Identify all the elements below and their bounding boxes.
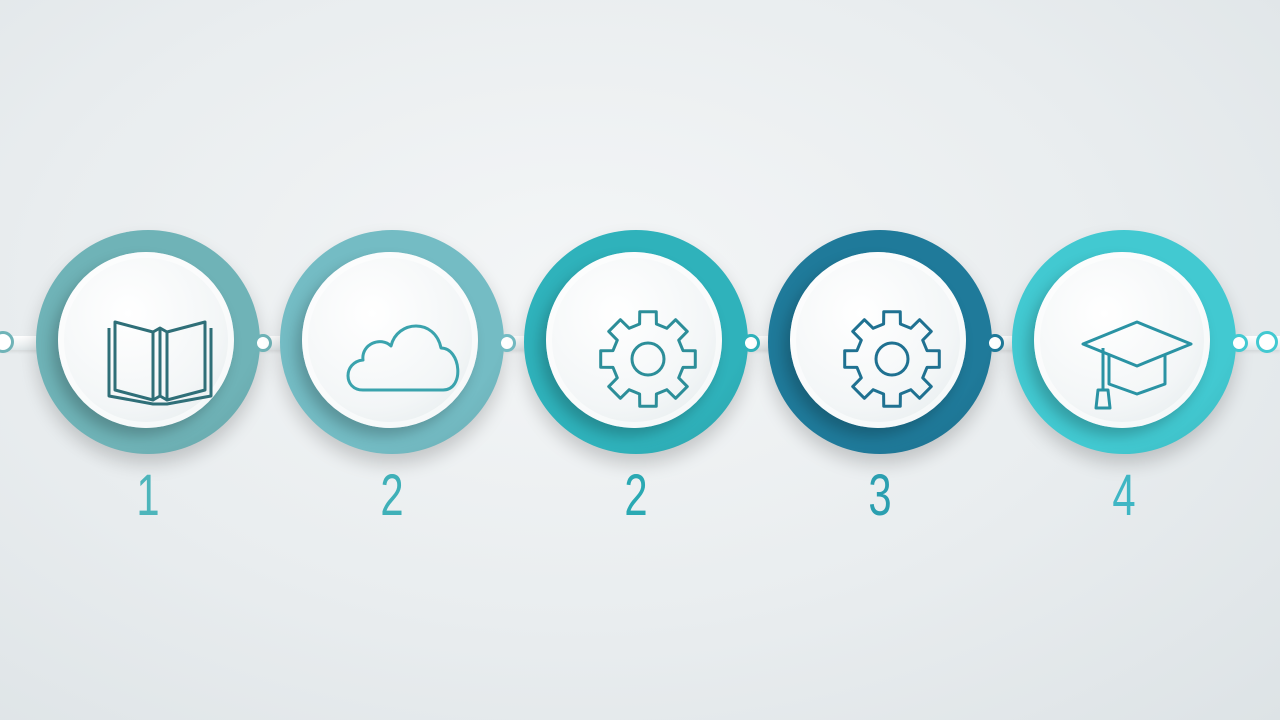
- step-5: 4: [1012, 230, 1248, 530]
- gear-icon: [593, 304, 703, 414]
- step-disc: [546, 252, 722, 428]
- step-2: 2: [280, 230, 516, 530]
- step-disc: [790, 252, 966, 428]
- step-number: 2: [380, 463, 404, 528]
- step-disc: [302, 252, 478, 428]
- step-3: 2: [524, 230, 760, 530]
- connector-node: [1230, 334, 1248, 352]
- step-number: 4: [1112, 463, 1136, 528]
- step-number: 2: [624, 463, 648, 528]
- step-disc: [1034, 252, 1210, 428]
- open-book-icon: [105, 304, 215, 414]
- connector-end-cap: [1256, 331, 1278, 353]
- step-number: 3: [868, 463, 892, 528]
- step-number: 1: [136, 463, 160, 528]
- connector-start-cap: [0, 331, 14, 353]
- connector-node: [498, 334, 516, 352]
- gear-icon: [837, 304, 947, 414]
- connector-node: [254, 334, 272, 352]
- step-disc: [58, 252, 234, 428]
- step-1: 1: [36, 230, 272, 530]
- cloud-icon: [346, 304, 460, 414]
- graduation-cap-icon: [1081, 304, 1193, 414]
- connector-node: [986, 334, 1004, 352]
- connector-node: [742, 334, 760, 352]
- step-4: 3: [768, 230, 1004, 530]
